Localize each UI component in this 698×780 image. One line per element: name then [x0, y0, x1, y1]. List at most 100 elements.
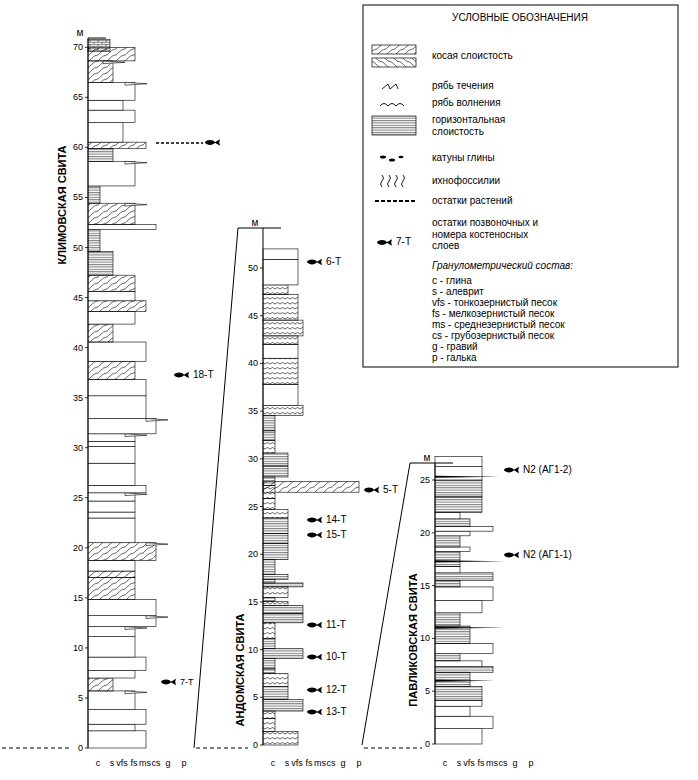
fish-icon	[307, 259, 322, 265]
bed	[435, 672, 470, 686]
axis-tick	[85, 547, 88, 548]
bed	[88, 518, 135, 543]
bed	[263, 441, 275, 453]
bed	[435, 644, 493, 654]
bed	[88, 678, 113, 691]
ichnofossil-sample	[381, 175, 405, 187]
bed	[88, 670, 135, 678]
lens	[125, 493, 147, 496]
fish-icon	[504, 467, 519, 473]
bed	[88, 396, 146, 419]
axis-tick	[85, 697, 88, 698]
bed	[88, 251, 113, 275]
bed	[88, 275, 135, 291]
axis-tick	[260, 458, 263, 459]
depth-tick-label: 5	[424, 686, 431, 696]
grain-size-letter: g	[165, 758, 170, 768]
legend-text: катуны глины	[432, 152, 495, 164]
bed	[88, 485, 146, 493]
bed	[263, 510, 288, 518]
depth-tick-label: 10	[72, 643, 84, 653]
bone-bed-number: 15-Т	[325, 529, 348, 541]
axis-tick	[85, 197, 88, 198]
bed	[263, 614, 303, 623]
bed	[435, 512, 460, 519]
legend-text: ихнофоссилии	[432, 175, 500, 187]
thin-interbed	[435, 680, 495, 682]
depth-tick-label: 10	[247, 644, 259, 654]
axis-tick	[85, 347, 88, 348]
cross-bedding-sample	[372, 58, 416, 67]
bed	[263, 687, 288, 700]
bed	[263, 639, 275, 649]
bed	[88, 229, 100, 251]
grain-size-key: ms - среднезернистый песок	[432, 319, 565, 331]
bed	[263, 587, 288, 597]
bed	[435, 654, 460, 661]
bed	[88, 301, 146, 312]
bone-bed-number: 6-Т	[325, 256, 342, 268]
depth-tick-label: 50	[72, 242, 84, 252]
bed	[88, 224, 156, 229]
bed	[435, 531, 470, 536]
lithology-column	[432, 457, 493, 744]
bed	[263, 718, 275, 731]
bone-bed-number: 13-Т	[325, 706, 348, 718]
grain-size-letter: vfs	[291, 758, 303, 768]
bed	[88, 637, 135, 657]
depth-tick-label: 30	[72, 443, 84, 453]
grain-size-letter: cs	[327, 758, 336, 768]
legend-text: остатки позвоночных и номера костеносных…	[432, 217, 550, 252]
bed	[263, 431, 275, 441]
grain-size-heading: Гранулометрический состав:	[432, 260, 573, 272]
bed	[88, 379, 146, 395]
depth-tick-label: 40	[247, 358, 259, 368]
wide-bed	[263, 482, 359, 492]
depth-tick-label: 20	[72, 543, 84, 553]
bed	[263, 384, 298, 405]
depth-tick-label: 5	[77, 693, 84, 703]
bed	[435, 567, 460, 573]
bone-bed-number: 14-Т	[325, 514, 348, 526]
bed	[435, 547, 470, 551]
current-ripple-sample	[382, 84, 398, 89]
vertebrate-remains-sample	[377, 239, 392, 245]
bed	[263, 358, 298, 384]
bed	[263, 416, 275, 431]
bed	[263, 344, 298, 358]
grain-size-letter: s	[457, 758, 462, 768]
axis-tick	[85, 247, 88, 248]
depth-tick-label: 30	[247, 454, 259, 464]
cross-bedding-sample	[372, 45, 416, 54]
grain-size-letter: g	[340, 758, 345, 768]
grain-size-letter: c	[443, 758, 448, 768]
bed	[88, 291, 135, 301]
axis-tick	[260, 411, 263, 412]
axis-tick	[432, 744, 435, 745]
axis-tick	[85, 297, 88, 298]
legend-text: рябь волнения	[432, 97, 501, 109]
formation-name: АНДОМСКАЯ СВИТА	[234, 614, 247, 727]
grain-size-letter: ms	[486, 758, 498, 768]
fish-icon	[504, 552, 519, 558]
axis-tick	[85, 47, 88, 48]
grain-size-key: fs - мелкозернистый песок	[432, 308, 554, 320]
bed	[263, 406, 303, 416]
bed	[88, 142, 146, 148]
axis-top	[263, 228, 281, 229]
grain-size-letter: fs	[477, 758, 484, 768]
depth-tick-label: 5	[252, 692, 259, 702]
baseline-dashed	[2, 748, 72, 749]
bed	[263, 606, 303, 614]
clay-clast-sample	[380, 156, 404, 162]
bed	[263, 320, 303, 336]
bed	[435, 686, 482, 700]
grain-size-letter: c	[96, 758, 101, 768]
bone-bed-number: N2 (АГ1-2)	[522, 464, 573, 476]
axis-top	[88, 38, 106, 39]
bed	[88, 561, 135, 571]
fish-icon	[307, 532, 322, 538]
lens	[125, 691, 147, 694]
thin-interbed	[435, 627, 505, 629]
bed	[88, 123, 123, 143]
